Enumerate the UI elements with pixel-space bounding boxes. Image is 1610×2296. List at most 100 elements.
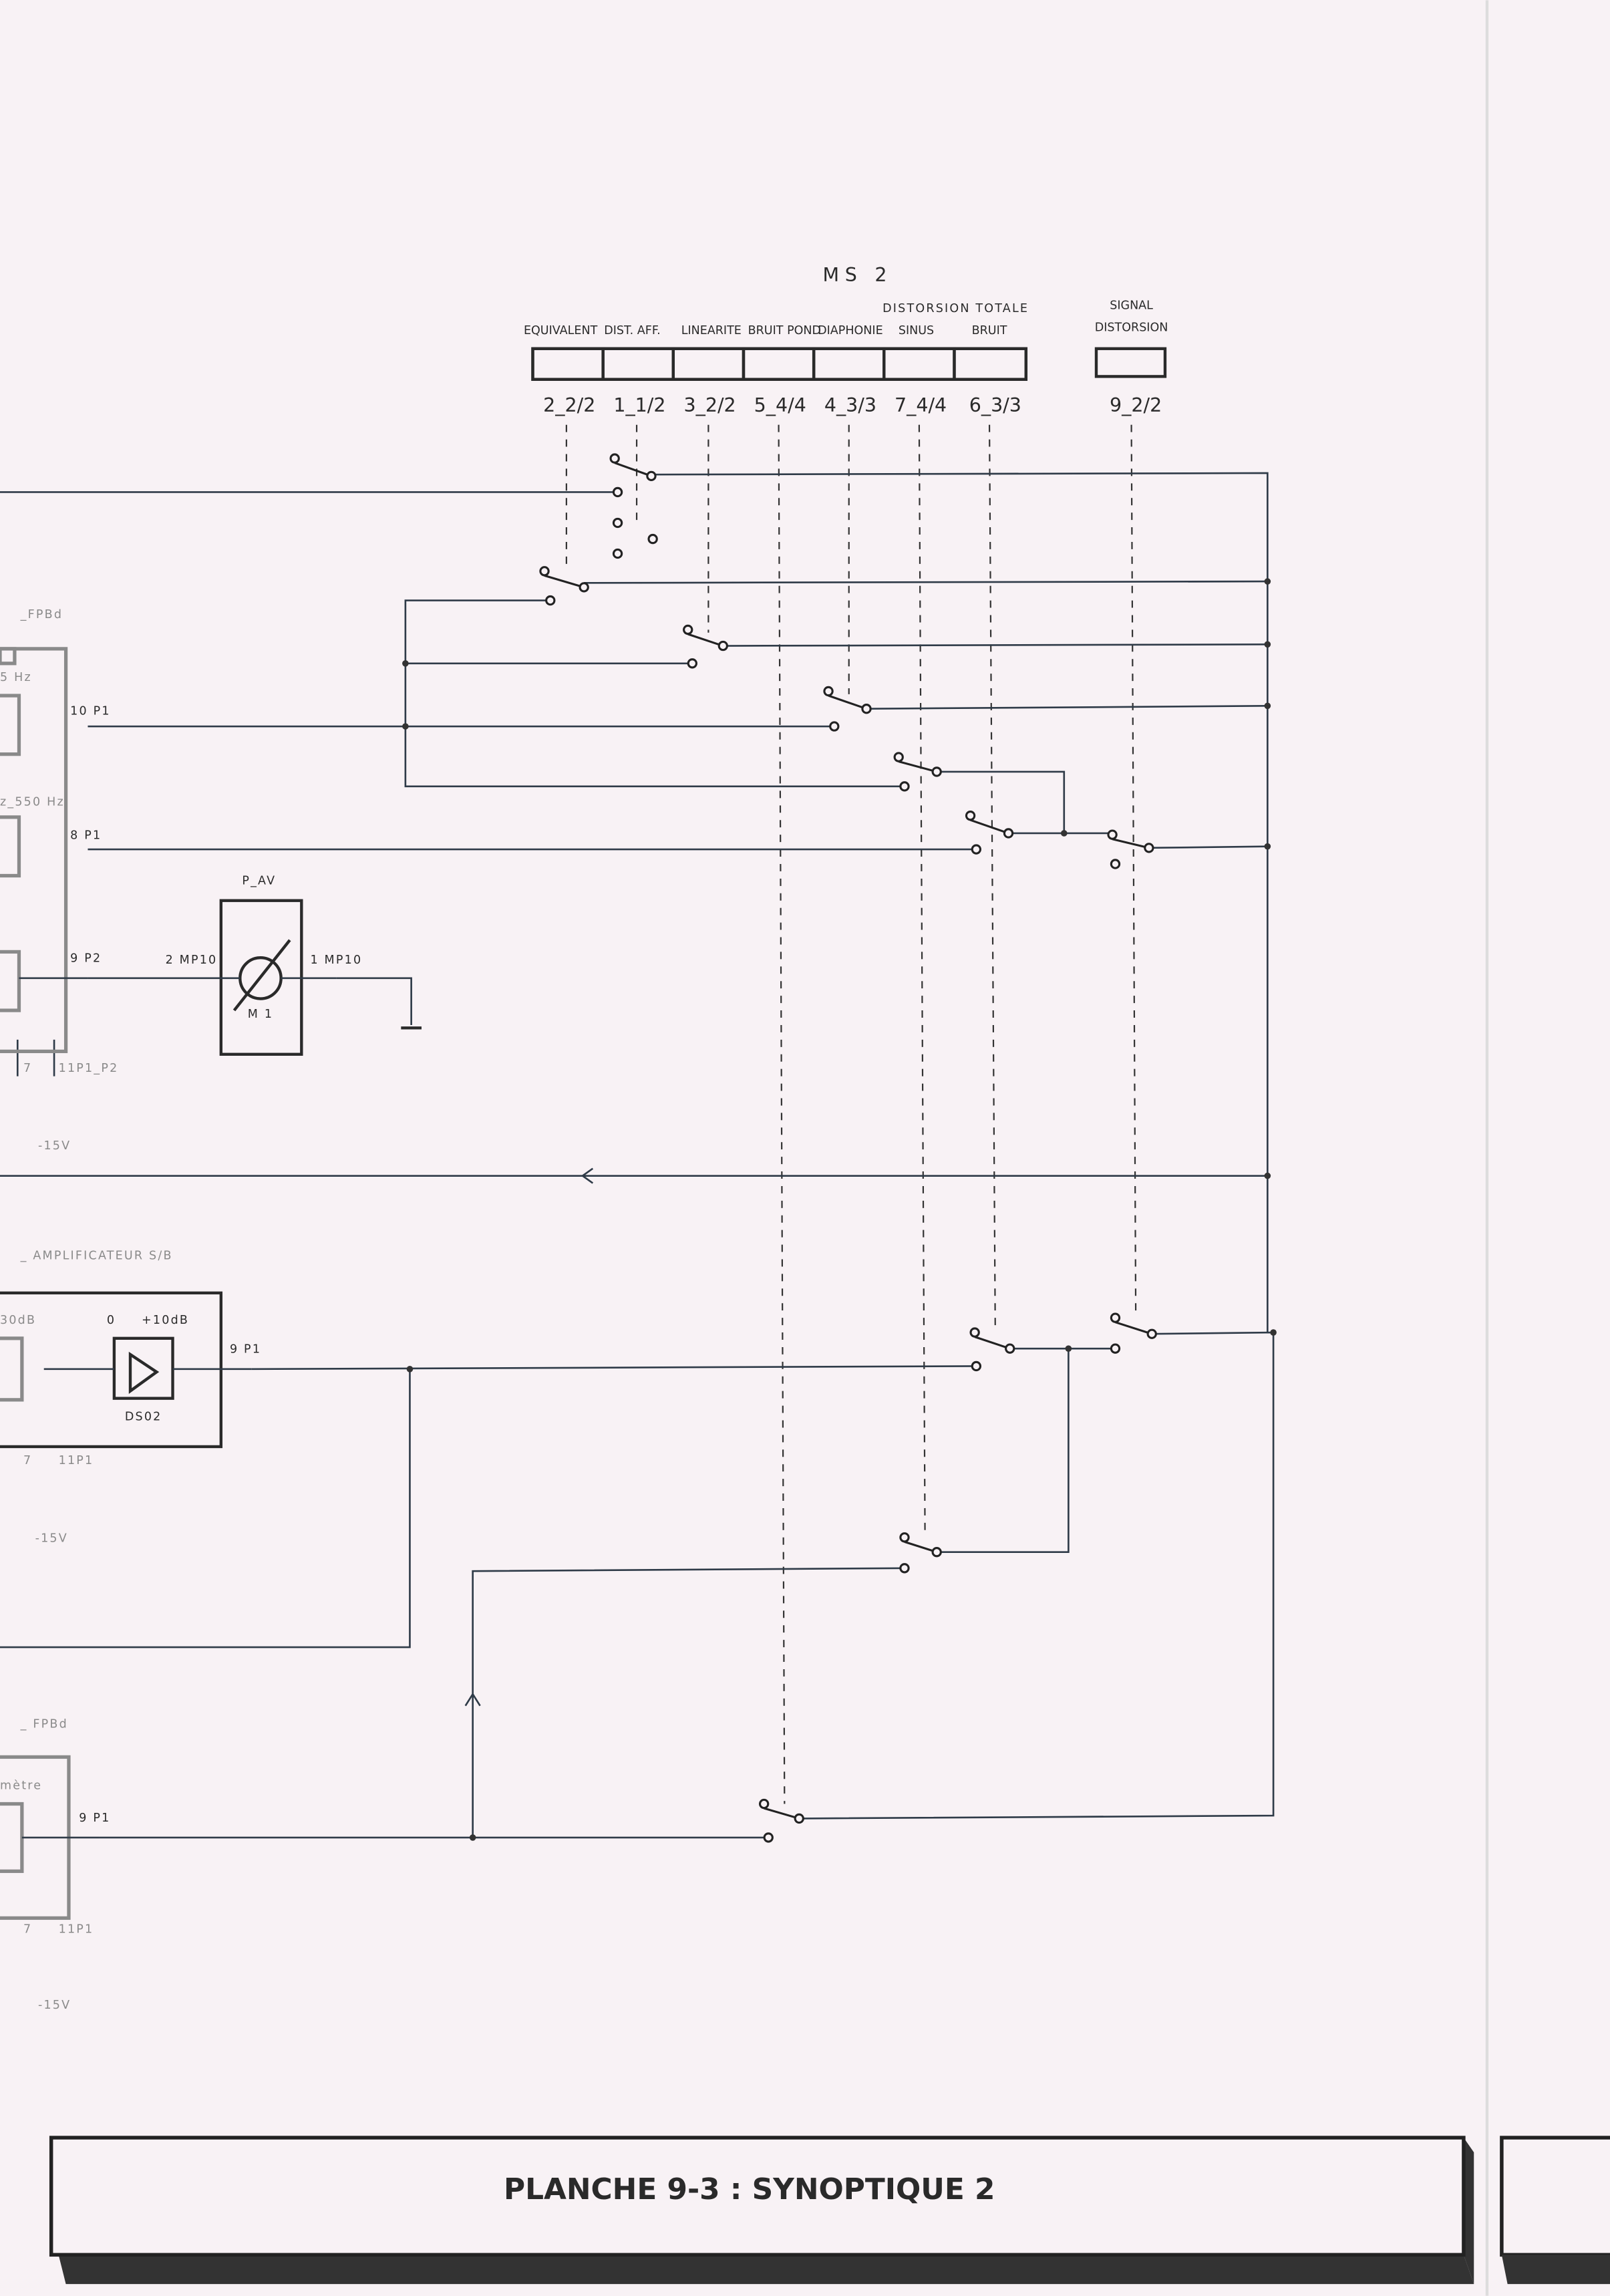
fpbd-bottom-title: _ FPBd	[20, 1718, 68, 1731]
pos-code: 1_1/2	[613, 394, 665, 416]
footer-frame: PLANCHE 9-3 : SYNOPTIQUE 2	[49, 2136, 1610, 2285]
junction-dot	[406, 1366, 414, 1373]
gain-label: +10dB	[142, 1314, 189, 1327]
junction-dot	[469, 1834, 476, 1841]
button-diaphonie[interactable]	[812, 347, 886, 381]
amplifier-icon	[128, 1351, 160, 1394]
contact	[612, 517, 623, 529]
contact	[1107, 829, 1118, 840]
contact	[971, 844, 982, 855]
switch[interactable]	[609, 453, 658, 559]
freq-label: z_550 Hz	[0, 795, 65, 809]
pin-label: 7	[23, 1922, 32, 1936]
contact	[646, 470, 657, 482]
fpbd-top-title: _FPBd	[20, 608, 63, 621]
junction-dot	[402, 723, 409, 730]
junction-dot	[1264, 641, 1271, 648]
switch-blade	[1115, 1321, 1152, 1335]
button-signal-distorsion[interactable]	[1094, 347, 1167, 378]
pos-label: SINUS	[899, 324, 934, 337]
contact	[861, 704, 872, 714]
contact	[1144, 843, 1154, 853]
contact	[687, 658, 697, 669]
amplifier-title: _ AMPLIFICATEUR S/B	[20, 1250, 173, 1263]
switch[interactable]	[893, 752, 942, 792]
switch[interactable]	[758, 1798, 804, 1843]
button-dist-aff[interactable]	[601, 347, 675, 381]
contact	[717, 640, 728, 652]
switch[interactable]	[1107, 829, 1154, 869]
switch[interactable]	[969, 1327, 1015, 1372]
switch-blade	[970, 819, 1009, 835]
contact	[612, 548, 623, 559]
button-strip	[531, 347, 1028, 381]
switch[interactable]	[899, 1532, 942, 1574]
contact	[1110, 1343, 1121, 1354]
supply-label: -15V	[38, 1999, 71, 2012]
selector-buttons[interactable]	[531, 347, 1167, 381]
contact	[829, 721, 840, 732]
button-equivalent[interactable]	[531, 347, 605, 381]
pos-code: 7_4/4	[895, 394, 947, 416]
pav-title: P_AV	[242, 875, 276, 888]
signal-label: SIGNAL	[1110, 299, 1153, 313]
fpbd-top-block: _FPBd 5 Hz z_550 Hz 10 P1 8 P1 9 P2 7 11…	[0, 608, 117, 1153]
switch-blade	[898, 760, 937, 773]
selector-codes: 2_2/2 1_1/2 3_2/2 5_4/4 4_3/3 7_4/4 6_3/…	[543, 394, 1162, 416]
fpbd-bottom-block: _ FPBd mètre 9 P1 7 11P1 -15V	[0, 1718, 110, 2012]
pos-label: BRUIT	[972, 324, 1007, 337]
switch[interactable]	[683, 624, 728, 669]
connector-label: 9 P1	[230, 1343, 261, 1356]
pin-label: 11P1	[59, 1922, 94, 1936]
connector-label: 9 P2	[70, 952, 102, 966]
pos-code: 6_3/3	[969, 394, 1021, 416]
switch[interactable]	[965, 810, 1014, 855]
junction-dot	[1060, 830, 1068, 837]
freq-label: 5 Hz	[0, 671, 32, 684]
pos-label: DIAPHONIE	[818, 324, 883, 337]
mechanical-links	[565, 424, 1137, 1804]
pin-label: 11P1	[59, 1454, 94, 1467]
footer-title: PLANCHE 9-3 : SYNOPTIQUE 2	[504, 2172, 995, 2206]
pin-label: 7	[23, 1454, 32, 1467]
button-bruit-pond[interactable]	[742, 347, 816, 381]
contact	[969, 1327, 980, 1338]
att-label: 30dB	[0, 1314, 36, 1327]
contact	[1003, 828, 1014, 839]
contact	[823, 686, 834, 697]
junction-dot	[1270, 1329, 1277, 1336]
group-label: DISTORSION TOTALE	[882, 302, 1029, 315]
connector-label: 1 MP10	[310, 954, 362, 967]
junction-dot	[402, 660, 409, 667]
switch-contacts[interactable]	[539, 453, 1157, 1843]
junctions	[402, 578, 1277, 1841]
switch[interactable]	[539, 566, 589, 606]
pav-block: P_AV M 1 2 MP10 1 MP10	[88, 875, 422, 1056]
button-bruit[interactable]	[953, 347, 1028, 381]
pos-label: DIST. AFF.	[604, 324, 660, 337]
button-linearite[interactable]	[671, 347, 746, 381]
contact	[1146, 1328, 1157, 1339]
connector-label: 9 P1	[79, 1812, 110, 1825]
junction-dot	[1264, 843, 1271, 850]
amplifier-block: _ AMPLIFICATEUR S/B 30dB 0 +10dB DS02 9 …	[0, 1250, 261, 1545]
junction-dot	[1264, 702, 1271, 710]
switch[interactable]	[823, 686, 872, 732]
switch-blade	[1112, 838, 1150, 849]
pos-code: 5_4/4	[754, 394, 806, 416]
pos-code: 4_3/3	[824, 394, 876, 416]
connector-label: 10 P1	[70, 704, 111, 718]
button-sinus[interactable]	[882, 347, 956, 381]
pos-label: BRUIT POND	[748, 324, 821, 337]
contact	[965, 810, 976, 821]
selector-title: MS 2	[822, 264, 893, 286]
contact	[763, 1832, 774, 1843]
switch[interactable]	[1110, 1312, 1157, 1354]
contact	[612, 486, 623, 498]
contact	[971, 1360, 982, 1372]
switch-blade	[614, 462, 652, 477]
wiring	[0, 472, 1275, 1839]
signal-label: DISTORSION	[1095, 321, 1168, 334]
signal-code: 9_2/2	[1110, 394, 1162, 416]
